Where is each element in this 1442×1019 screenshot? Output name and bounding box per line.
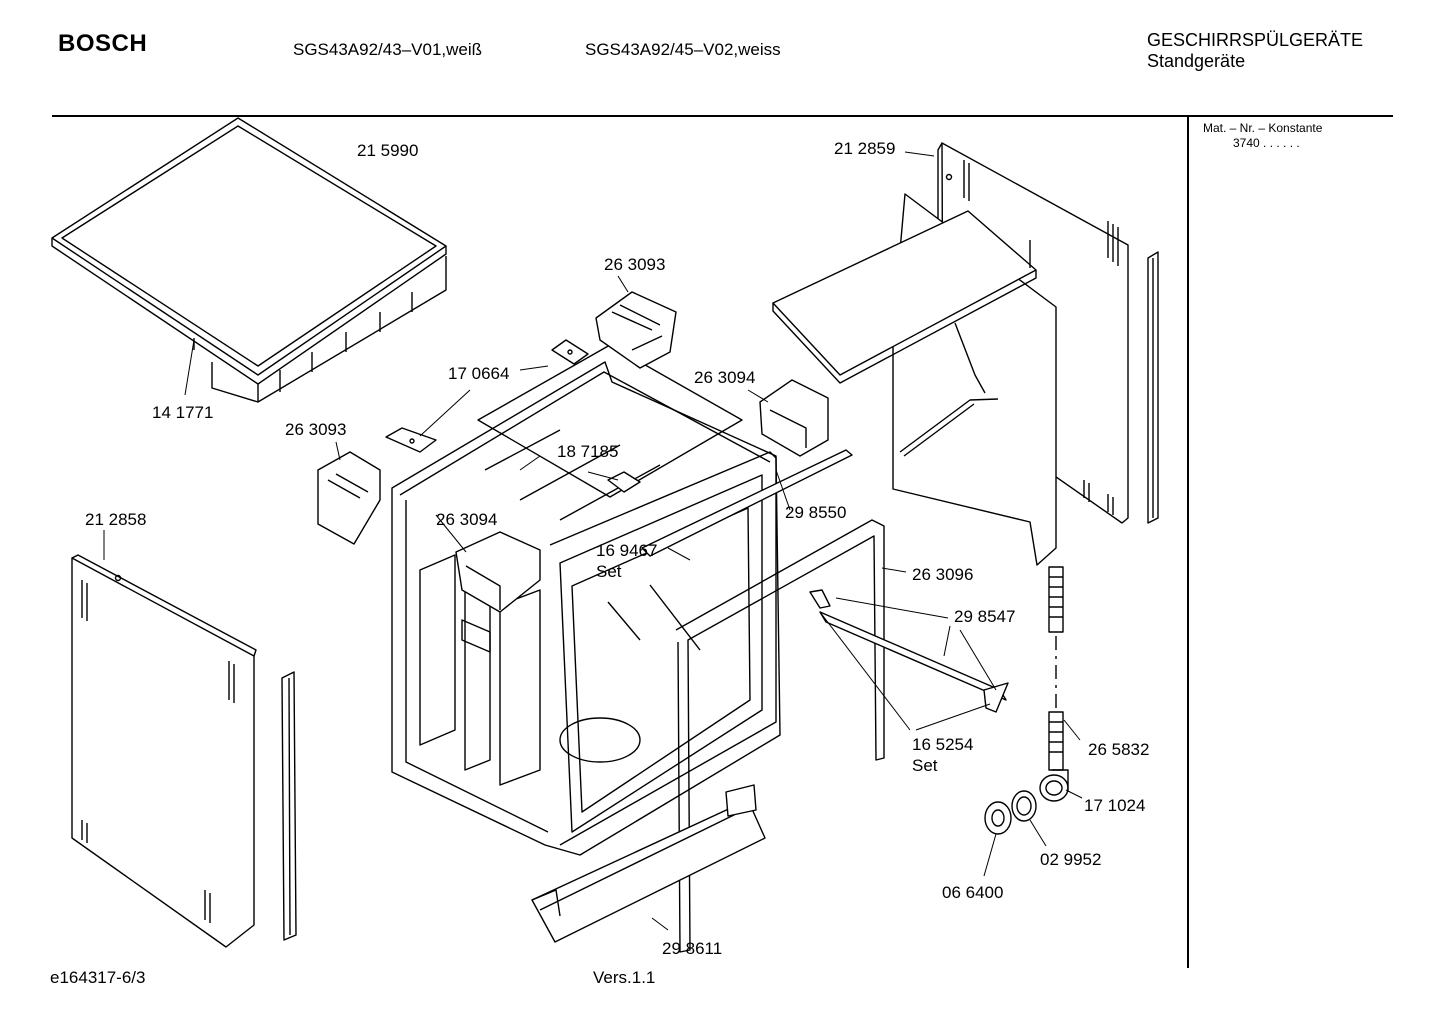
part-label: 26 3094: [436, 510, 497, 529]
material-number-code: 3740 . . . . . .: [1233, 136, 1300, 150]
seal-ring: [1011, 790, 1037, 822]
hinge-plate-lower: [385, 427, 437, 453]
part-label: 26 3096: [912, 565, 973, 584]
part-label: 02 9952: [1040, 850, 1101, 869]
brand-logo: BOSCH: [58, 30, 148, 57]
screw-cap: [984, 801, 1012, 835]
version-label: Vers.1.1: [593, 968, 656, 987]
front-plinth: [531, 784, 766, 943]
elbow-connector: [1039, 769, 1069, 802]
leader-lines: [103, 151, 1083, 931]
part-label: 29 8547: [954, 607, 1015, 626]
hose-lower: [1048, 711, 1064, 771]
part-label: 18 7185: [557, 442, 618, 461]
part-label: 21 2858: [85, 510, 146, 529]
left-side-panel: [71, 554, 257, 948]
document-id: e164317-6/3: [50, 968, 146, 987]
part-label: 29 8550: [785, 503, 846, 522]
door-seal: [675, 519, 885, 953]
part-label: 17 1024: [1084, 796, 1145, 815]
hose-upper: [1048, 566, 1064, 710]
bracket-263094-top: [759, 379, 829, 457]
part-label: 16 9467: [596, 541, 657, 560]
model-number-1: SGS43A92/43–V01,weiß: [293, 40, 483, 59]
side-trim-strip-right: [1147, 251, 1159, 524]
material-number-title: Mat. – Nr. – Konstante: [1203, 121, 1323, 135]
bracket-263094-inner: [455, 531, 541, 653]
bracket-263093-top: [595, 291, 677, 369]
part-label: 17 0664: [448, 364, 509, 383]
part-label: 26 3093: [604, 255, 665, 274]
part-label: 26 3093: [285, 420, 346, 439]
part-note: Set: [912, 756, 938, 775]
part-label: 21 5990: [357, 141, 418, 160]
part-label: 16 5254: [912, 735, 973, 754]
category-title: GESCHIRRSPÜLGERÄTE: [1147, 30, 1364, 50]
part-label: 14 1771: [152, 403, 213, 422]
tub-body: [391, 344, 781, 856]
part-label: 06 6400: [942, 883, 1003, 902]
upper-seal-strip: [641, 449, 853, 557]
clip-187185: [607, 471, 641, 493]
part-label: 21 2859: [834, 139, 895, 158]
bracket-263093-left: [317, 451, 381, 545]
part-note: Set: [596, 562, 622, 581]
category-subtitle: Standgeräte: [1147, 51, 1246, 71]
model-number-2: SGS43A92/45–V02,weiss: [585, 40, 781, 59]
part-label: 29 8611: [662, 939, 722, 958]
worktop-cover: [51, 117, 447, 403]
hinge-plate-upper: [551, 339, 589, 365]
part-label: 26 3094: [694, 368, 755, 387]
material-number-panel: Mat. – Nr. – Konstante 3740 . . . . . .: [1203, 121, 1322, 151]
part-label: 26 5832: [1088, 740, 1149, 759]
base-plate: [772, 210, 1037, 384]
spray-arm-rail: [809, 589, 1009, 713]
side-trim-strip-left: [281, 671, 297, 941]
category-block: GESCHIRRSPÜLGERÄTE Standgeräte: [1147, 30, 1363, 72]
